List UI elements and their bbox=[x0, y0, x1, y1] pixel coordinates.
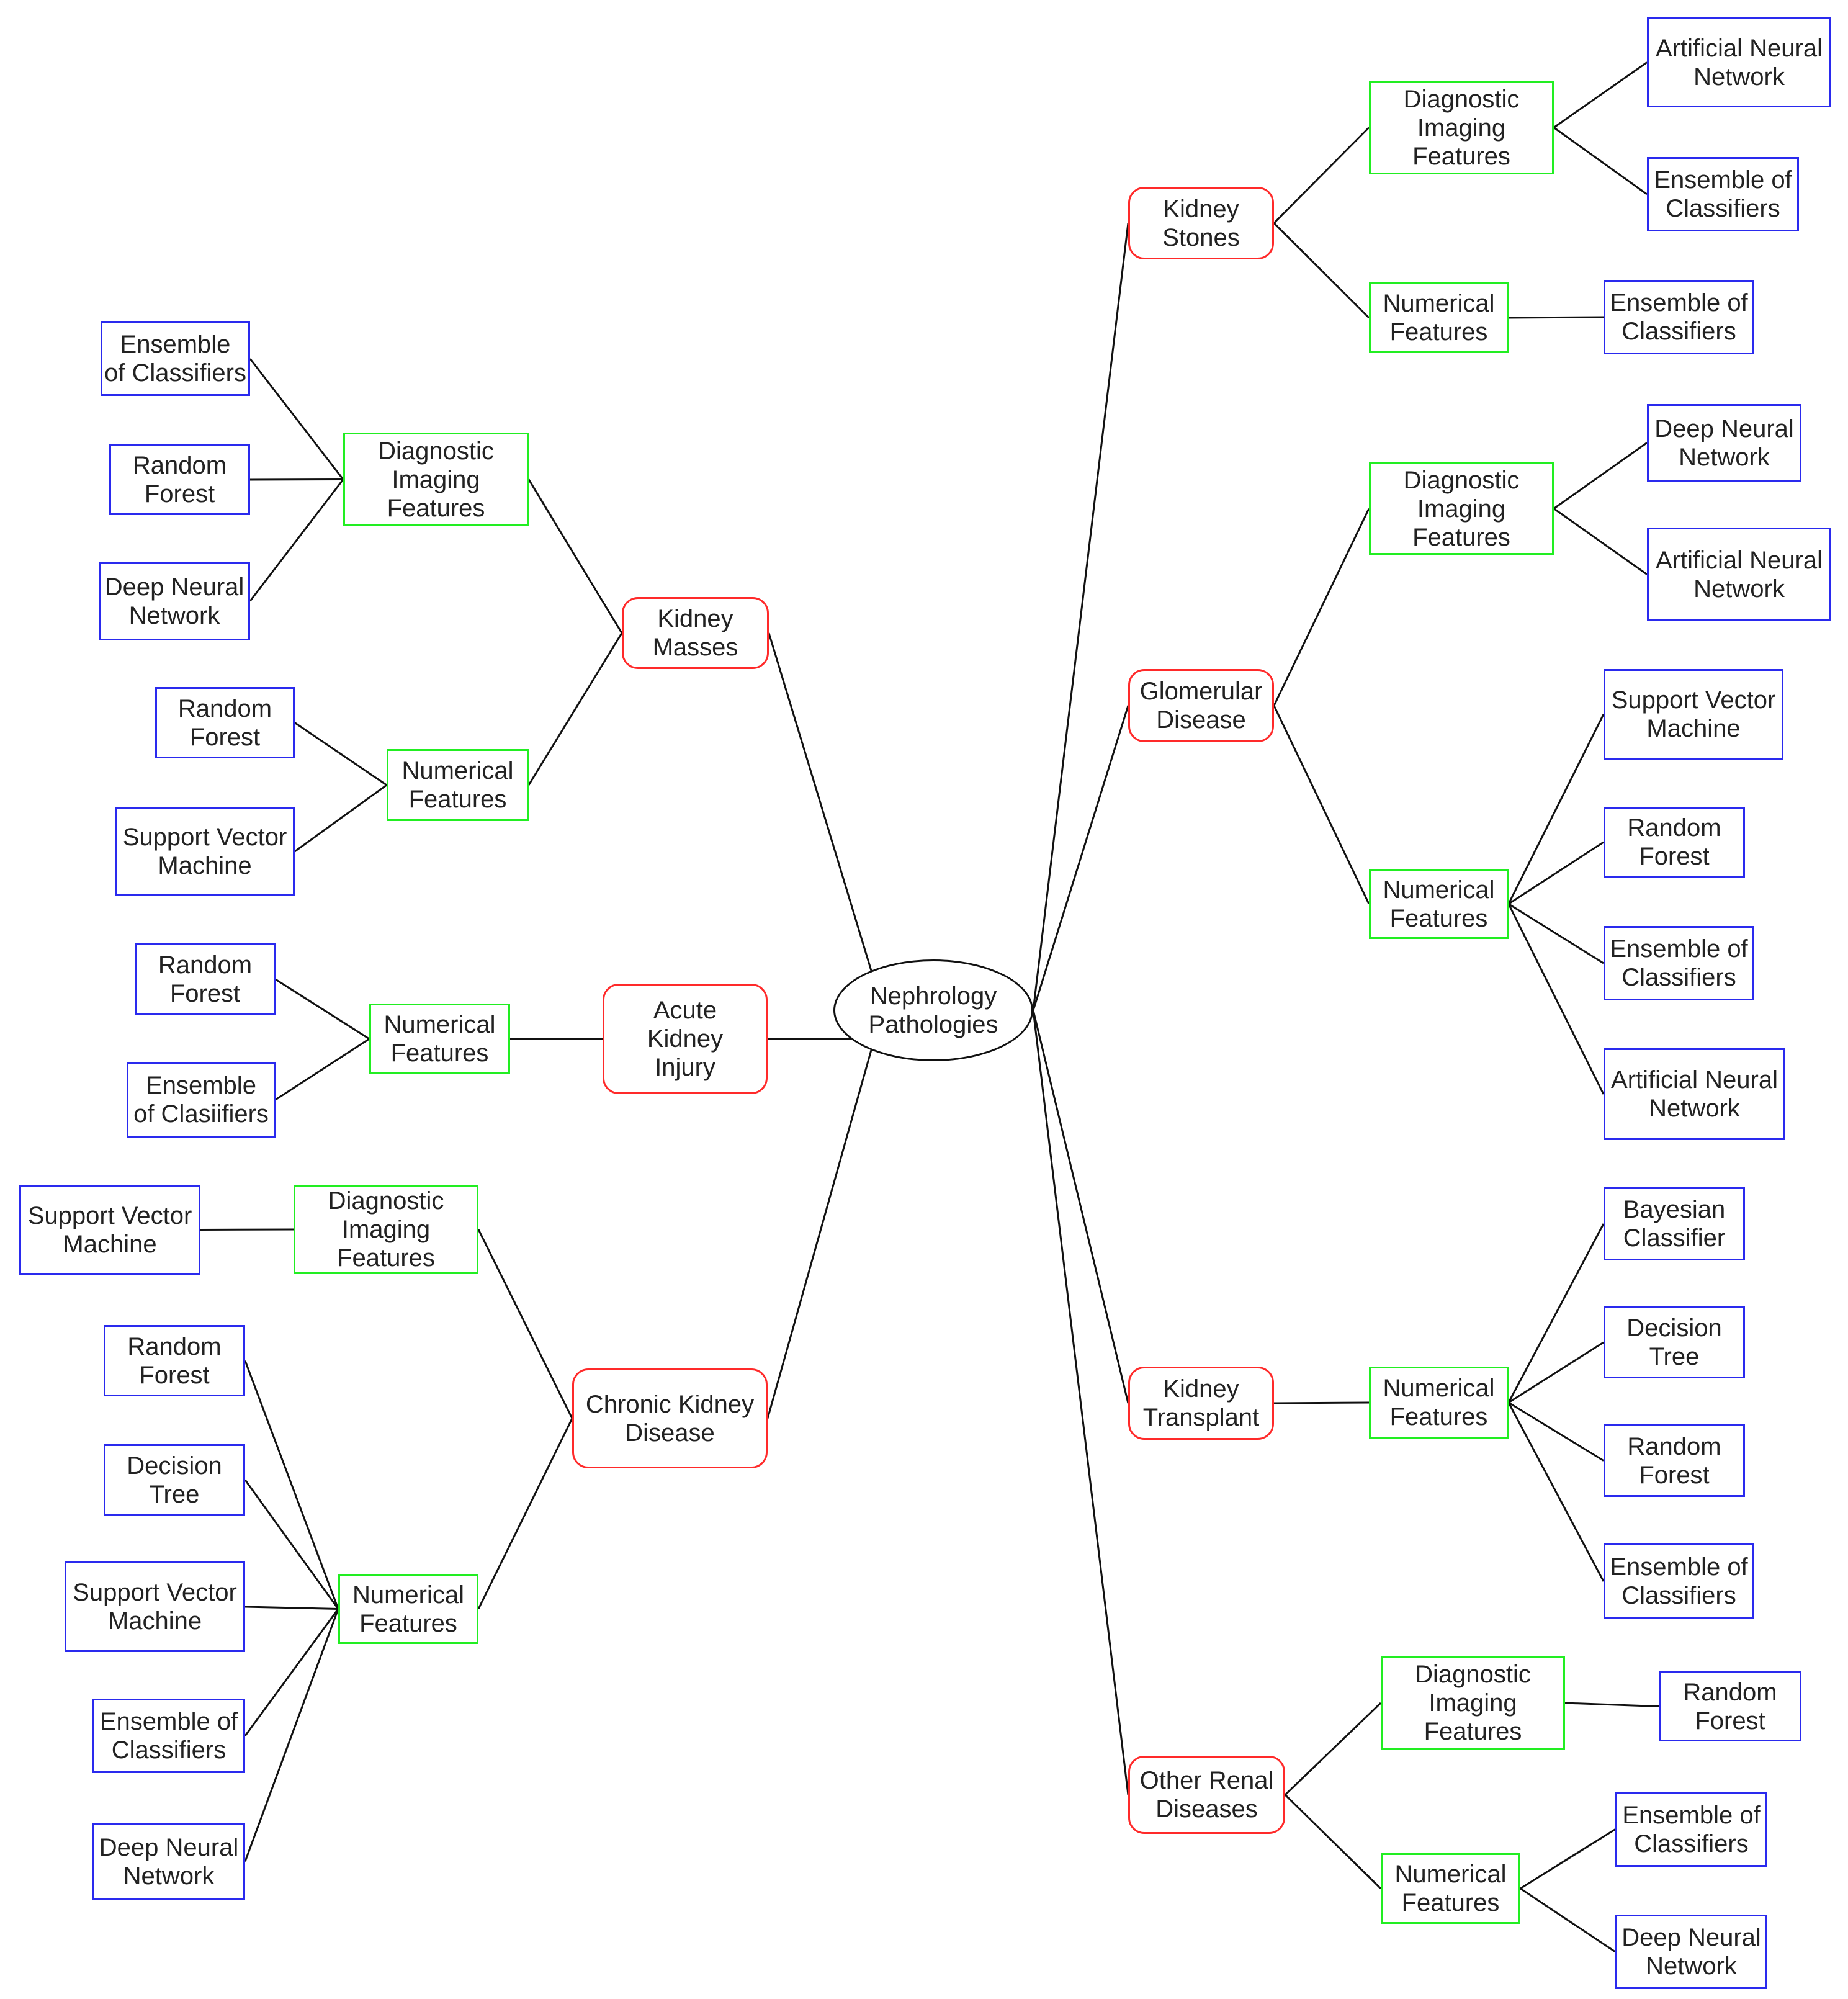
connector-line bbox=[1032, 705, 1129, 1011]
connector-line bbox=[244, 1479, 339, 1610]
connector-line bbox=[1553, 442, 1648, 510]
feature-node: Diagnostic Imaging Features bbox=[1369, 81, 1554, 174]
connector-line bbox=[249, 478, 344, 602]
pathology-node: Other Renal Diseases bbox=[1128, 1756, 1285, 1834]
method-node: Deep Neural Network bbox=[99, 562, 250, 640]
method-node: Random Forest bbox=[155, 687, 295, 758]
method-node: Random Forest bbox=[104, 1325, 245, 1396]
method-node: Bayesian Classifier bbox=[1604, 1187, 1745, 1260]
method-node: Deep Neural Network bbox=[92, 1823, 245, 1900]
connector-line bbox=[1508, 903, 1604, 964]
method-node: Ensemble of Classifiers bbox=[1615, 1792, 1767, 1867]
method-node: Decision Tree bbox=[1604, 1306, 1745, 1378]
method-node: Random Forest bbox=[135, 943, 276, 1015]
connector-line bbox=[1507, 714, 1605, 905]
connector-line bbox=[1284, 1794, 1382, 1890]
connector-line bbox=[294, 722, 387, 786]
feature-node: Diagnostic Imaging Features bbox=[1381, 1656, 1565, 1750]
connector-line bbox=[1508, 1341, 1604, 1404]
connector-line bbox=[768, 632, 872, 971]
feature-node: Numerical Features bbox=[1381, 1853, 1520, 1924]
method-node: Deep Neural Network bbox=[1647, 404, 1801, 482]
method-node: Random Forest bbox=[109, 444, 250, 515]
connector-line bbox=[294, 784, 387, 853]
connector-line bbox=[275, 978, 370, 1040]
feature-node: Numerical Features bbox=[1369, 869, 1509, 939]
connector-line bbox=[1507, 903, 1605, 1095]
method-node: Ensemble of Clasiifiers bbox=[127, 1062, 276, 1138]
connector-line bbox=[244, 1360, 339, 1610]
connector-line bbox=[1553, 127, 1648, 195]
connector-line bbox=[1508, 841, 1604, 905]
method-node: Ensemble of Classifiers bbox=[101, 321, 250, 396]
connector-line bbox=[1507, 1223, 1605, 1403]
method-node: Ensemble of Classifiers bbox=[1604, 926, 1754, 1000]
feature-node: Diagnostic Imaging Features bbox=[294, 1185, 478, 1274]
connector-line bbox=[200, 1228, 294, 1231]
method-node: Ensemble of Classifiers bbox=[1604, 1543, 1754, 1619]
connector-line bbox=[1508, 316, 1604, 319]
connector-line bbox=[766, 1049, 872, 1419]
connector-line bbox=[1553, 61, 1648, 128]
connector-line bbox=[249, 358, 344, 480]
connector-line bbox=[1520, 1828, 1616, 1890]
pathology-node: Acute Kidney Injury bbox=[603, 984, 768, 1094]
pathology-node: Glomerular Disease bbox=[1128, 669, 1274, 742]
connector-line bbox=[244, 1608, 339, 1862]
pathology-node: Kidney Stones bbox=[1128, 187, 1274, 259]
connector-line bbox=[244, 1606, 339, 1610]
connector-line bbox=[1273, 508, 1370, 706]
pathology-node: Chronic Kidney Disease bbox=[572, 1368, 768, 1468]
method-node: Artificial Neural Network bbox=[1604, 1048, 1785, 1140]
connector-line bbox=[275, 1038, 370, 1101]
connector-line bbox=[1032, 223, 1129, 1011]
connector-line bbox=[527, 478, 623, 634]
connector-line bbox=[1284, 1702, 1382, 1796]
connector-line bbox=[1564, 1702, 1659, 1707]
method-node: Deep Neural Network bbox=[1615, 1915, 1767, 1989]
method-node: Support Vector Machine bbox=[115, 807, 295, 896]
method-node: Random Forest bbox=[1604, 1424, 1745, 1497]
method-node: Ensemble of Classifiers bbox=[92, 1699, 245, 1773]
pathology-node: Kidney Transplant bbox=[1128, 1367, 1274, 1440]
feature-node: Diagnostic Imaging Features bbox=[1369, 462, 1554, 555]
method-node: Ensemble of Classifiers bbox=[1604, 280, 1754, 354]
method-node: Random Forest bbox=[1659, 1671, 1801, 1741]
connector-line bbox=[1507, 1402, 1605, 1582]
method-node: Artificial Neural Network bbox=[1647, 528, 1831, 621]
connector-line bbox=[1553, 508, 1648, 575]
pathology-node: Kidney Masses bbox=[622, 597, 769, 669]
method-node: Ensemble of Classifiers bbox=[1647, 157, 1799, 231]
connector-line bbox=[1273, 127, 1370, 224]
connector-line bbox=[477, 1417, 573, 1610]
method-node: Support Vector Machine bbox=[65, 1561, 245, 1652]
feature-node: Diagnostic Imaging Features bbox=[343, 433, 529, 526]
method-node: Artificial Neural Network bbox=[1647, 17, 1831, 107]
feature-node: Numerical Features bbox=[338, 1574, 478, 1644]
connector-line bbox=[1032, 1010, 1129, 1795]
feature-node: Numerical Features bbox=[1369, 282, 1509, 353]
connector-line bbox=[1273, 705, 1370, 905]
method-node: Support Vector Machine bbox=[19, 1185, 200, 1275]
connector-line bbox=[1032, 1010, 1129, 1404]
method-node: Random Forest bbox=[1604, 807, 1745, 878]
feature-node: Numerical Features bbox=[369, 1004, 510, 1074]
connector-line bbox=[244, 1608, 339, 1736]
connector-line bbox=[1508, 1401, 1604, 1462]
connector-line bbox=[1273, 222, 1370, 319]
root-node: Nephrology Pathologies bbox=[833, 959, 1033, 1061]
feature-node: Numerical Features bbox=[1369, 1367, 1509, 1439]
method-node: Support Vector Machine bbox=[1604, 669, 1783, 760]
connector-line bbox=[477, 1229, 573, 1419]
method-node: Decision Tree bbox=[104, 1444, 245, 1516]
connector-line bbox=[527, 632, 623, 786]
connector-line bbox=[1520, 1887, 1616, 1953]
feature-node: Numerical Features bbox=[387, 749, 529, 821]
